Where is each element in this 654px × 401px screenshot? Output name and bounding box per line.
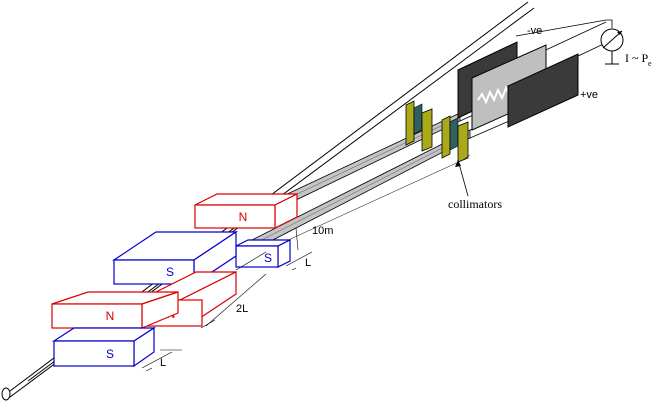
meter-formula-label: I ~ P [625, 51, 648, 65]
collimators-label: collimators [448, 197, 502, 211]
positive-plate [507, 53, 579, 128]
length-2L-label: 2L [236, 303, 248, 315]
pole-label: S [264, 251, 272, 265]
length-L-upper-label: L [305, 257, 311, 269]
negative-terminal-label: -ve [527, 25, 542, 37]
pole-label: N [239, 210, 248, 224]
magnet-south-lower: S [51, 326, 157, 368]
collimator-second [441, 115, 469, 163]
dimension-L-lower [141, 349, 182, 372]
pipe-end [1, 387, 11, 401]
dimension-L-upper [285, 227, 313, 271]
magnet-south-upper-small: S [235, 239, 291, 268]
circuit-wire [515, 19, 613, 37]
collimator-first [405, 100, 433, 152]
meter-subscript-label: e [648, 59, 652, 68]
positive-terminal-label: +ve [580, 89, 598, 101]
pole-label: S [166, 265, 174, 279]
dimension-2L [200, 251, 267, 329]
length-L-lower-label: L [160, 357, 166, 369]
collimator-pointer [455, 159, 469, 197]
magnet-north-lower: N [51, 291, 179, 329]
distance-10m-label: 10m [312, 225, 333, 237]
pole-label: N [106, 309, 115, 323]
ammeter-icon [600, 28, 624, 65]
pole-label: S [106, 347, 114, 361]
magnet-north-upper: N [194, 193, 298, 229]
